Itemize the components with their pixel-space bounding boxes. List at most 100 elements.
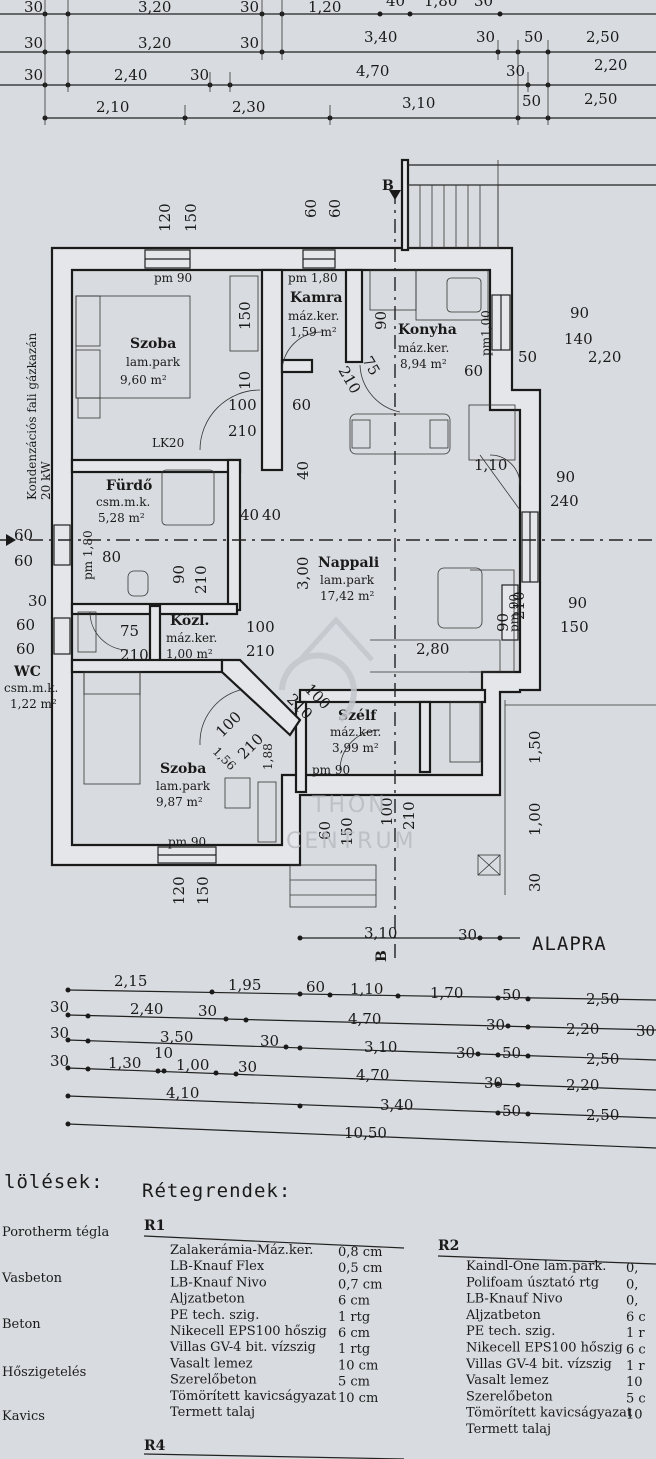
legend-item-2: Vasbeton	[1, 1271, 63, 1286]
dim-bot-5-3: 50	[502, 1102, 521, 1120]
dim-bot-4-7: 30	[484, 1074, 503, 1092]
dim-110: 1,10	[474, 456, 507, 474]
dim-40-mid: 40	[294, 461, 312, 480]
dim-bot-3-6: 50	[502, 1044, 521, 1062]
layer-r1-thickness-8: 10 cm	[338, 1358, 378, 1373]
dim-150b-bottom: 150	[194, 876, 212, 905]
label-kazan: Kondenzációs fali gázkazán	[25, 333, 39, 500]
room-kamra-name: Kamra	[290, 290, 343, 306]
layer-r2-material-10: Tömörített kavicságyazat	[466, 1406, 633, 1421]
dim-top-4-3: 3,10	[402, 94, 435, 112]
dim-top-1-1: 30	[24, 0, 43, 16]
layer-r2-thickness-9: 5 c	[626, 1391, 646, 1406]
dim-top-1-2: 3,20	[138, 0, 171, 16]
dim-140-right: 140	[564, 330, 593, 348]
dim-210-furdo: 210	[192, 565, 210, 594]
room-nappali-name: Nappali	[318, 555, 379, 571]
room-wc-floor: csm.m.k.	[4, 681, 58, 695]
dim-40b: 40	[240, 506, 259, 524]
layer-r1-material-1: Zalakerámia-Máz.ker.	[170, 1243, 313, 1258]
layer-r2-rows: Kaindl-One lam.park.0,Polifoam úsztató r…	[465, 1259, 646, 1437]
legend-item-4: Hőszigetelés	[2, 1365, 86, 1380]
dim-bot-5-4: 2,50	[586, 1106, 619, 1124]
windows	[53, 249, 539, 864]
dim-240-right: 240	[550, 492, 579, 510]
dim-bot-1-3: 60	[306, 978, 325, 996]
legend-item-5: Kavics	[2, 1409, 45, 1424]
dim-top-4-1: 2,10	[96, 98, 129, 116]
room-nappali-floor: lam.park	[320, 573, 375, 587]
dim-210-bottom: 210	[400, 801, 418, 830]
layer-r2-material-2: Polifoam úsztató rtg	[466, 1275, 599, 1290]
dim-bot-1-1: 2,15	[114, 972, 147, 990]
layer-r2-thickness-4: 6 c	[626, 1310, 646, 1325]
dim-60-bottom: 60	[316, 821, 334, 840]
layer-r2-material-8: Vasalt lemez	[465, 1373, 549, 1388]
label-pm180: pm 1,80	[288, 271, 338, 285]
dim-bot-2-6: 2,20	[566, 1020, 599, 1038]
dim-top-2-6: 50	[524, 28, 543, 46]
layer-r1-material-4: Aljzatbeton	[169, 1292, 245, 1307]
stairs-top	[407, 160, 499, 249]
layer-r2-thickness-2: 0,	[626, 1277, 638, 1292]
dim-top-2-5: 30	[476, 28, 495, 46]
dim-top-3-6: 2,20	[594, 56, 627, 74]
dim-210-kozl: 210	[120, 646, 149, 664]
dim-top-3-4: 4,70	[356, 62, 389, 80]
layer-r1-thickness-3: 0,7 cm	[338, 1277, 382, 1292]
dim-30-bottom: 30	[458, 926, 477, 944]
layer-r2-material-9: Szerelőbeton	[466, 1389, 553, 1404]
layer-r2-material-11: Termett talaj	[466, 1422, 551, 1437]
layer-r1-thickness-1: 0,8 cm	[338, 1245, 382, 1260]
dim-100-kozl-door: 100	[246, 618, 275, 636]
layer-r1-material-9: Szerelőbeton	[170, 1373, 257, 1388]
dim-75-kozl: 75	[120, 622, 139, 640]
room-furdo-floor: csm.m.k.	[96, 495, 150, 509]
dim-120-bottom: 120	[170, 876, 188, 905]
layer-r2-code: R2	[438, 1238, 459, 1254]
dim-top-2-7: 2,50	[586, 28, 619, 46]
dim-60-konyha: 60	[464, 362, 483, 380]
layer-r2-thickness-8: 10	[626, 1375, 643, 1390]
plan-title-alapra: ALAPRA	[532, 933, 607, 955]
dim-bot-4-1: 30	[50, 1052, 69, 1070]
label-kazan-kw: 20 kW	[39, 461, 53, 500]
dim-30-left: 30	[28, 592, 47, 610]
layer-r2-thickness-7: 1 r	[626, 1359, 645, 1374]
room-konyha-floor: máz.ker.	[398, 341, 449, 355]
layers-title: Rétegrendek:	[142, 1180, 291, 1202]
dim-bot-2-3: 30	[198, 1002, 217, 1020]
interior-walls	[70, 268, 487, 794]
legend: lölések: Porotherm tégla Vasbeton Beton …	[1, 1171, 109, 1424]
layer-r1-thickness-9: 5 cm	[338, 1375, 370, 1390]
label-pm100: pm1,00	[479, 310, 493, 356]
layer-r2-thickness-5: 1 r	[626, 1326, 645, 1341]
dim-top-4-2: 2,30	[232, 98, 265, 116]
dim-top-3-1: 30	[24, 66, 43, 84]
room-konyha-name: Konyha	[398, 322, 457, 338]
dim-60-left-d: 60	[16, 640, 35, 658]
layer-r1-code: R1	[144, 1218, 165, 1234]
dim-90-furdo: 90	[170, 565, 188, 584]
dim-100-right-bottom: 1,00	[526, 803, 544, 836]
layer-r1-material-2: LB-Knauf Flex	[170, 1259, 265, 1274]
layer-r2-material-4: Aljzatbeton	[465, 1308, 541, 1323]
dim-bot-2-7: 30	[636, 1022, 655, 1040]
room-furdo-area: 5,28 m²	[98, 511, 145, 525]
label-lk20: LK20	[152, 436, 184, 450]
label-section-b-bottom: B	[374, 950, 390, 962]
layer-r1-rows: Zalakerámia-Máz.ker. 0,8 cm LB-Knauf Flex 0…	[169, 1243, 382, 1420]
dim-bot-2-2: 2,40	[130, 1000, 163, 1018]
dim-188: 1,88	[261, 743, 275, 770]
layer-r1-thickness-6: 6 cm	[338, 1326, 370, 1341]
layer-r1-material-5: PE tech. szig.	[170, 1308, 259, 1323]
dim-bot-3-2: 3,50	[160, 1028, 193, 1046]
layer-r2-thickness-3: 0,	[626, 1294, 638, 1309]
dim-top-1-5: 40	[386, 0, 405, 10]
layer-r1-thickness-10: 10 cm	[338, 1391, 378, 1406]
dim-150-bottom: 150	[338, 817, 356, 846]
layer-r2-material-6: Nikecell EPS100 hőszig	[466, 1341, 623, 1356]
dim-top-1-4: 1,20	[308, 0, 341, 16]
dim-top-1-7: 30	[474, 0, 493, 10]
watermark-line1: THON	[311, 793, 388, 818]
